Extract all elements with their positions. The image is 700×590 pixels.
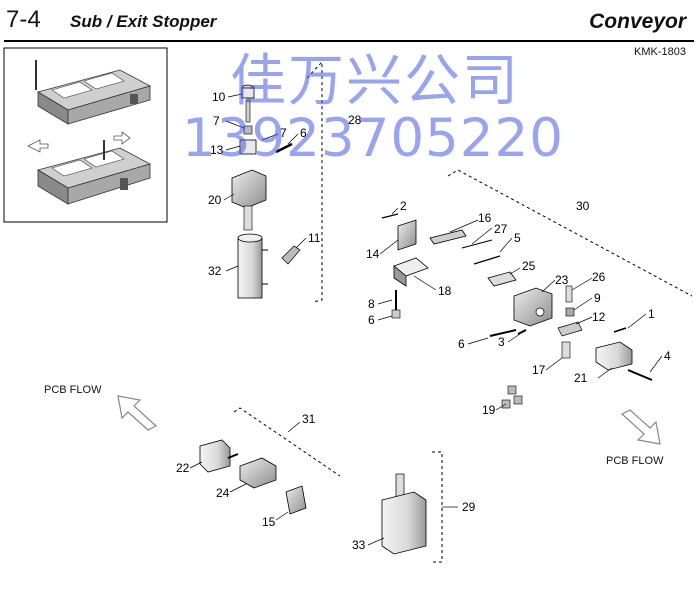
group-bracket-28 xyxy=(306,60,323,303)
stopper-assembly-right xyxy=(381,213,653,409)
part-label-4: 4 xyxy=(664,349,671,363)
part-label-6c: 6 xyxy=(458,337,465,351)
part-label-20: 20 xyxy=(208,193,222,207)
group-bracket-29 xyxy=(432,451,443,563)
part-label-25: 25 xyxy=(522,259,536,273)
pcb-flow-arrow-left xyxy=(117,395,158,431)
part-label-10: 10 xyxy=(212,90,226,104)
part-label-33: 33 xyxy=(352,538,366,552)
part-label-18: 18 xyxy=(438,284,452,298)
inset-flow-arrow-left xyxy=(27,139,49,153)
part-label-7b: 7 xyxy=(280,126,287,140)
part-label-6a: 6 xyxy=(300,126,307,140)
header-rule xyxy=(4,40,694,42)
part-label-30: 30 xyxy=(576,199,590,213)
part-label-15: 15 xyxy=(262,515,276,529)
part-label-19: 19 xyxy=(482,403,496,417)
stopper-cylinder-lower xyxy=(381,473,427,555)
machine-bottom-thumbnail xyxy=(36,140,152,205)
part-label-27: 27 xyxy=(494,222,508,236)
part-label-29: 29 xyxy=(462,500,476,514)
part-label-14: 14 xyxy=(366,247,380,261)
part-label-8: 8 xyxy=(368,297,375,311)
part-label-24: 24 xyxy=(216,486,230,500)
stopper-cylinder-left xyxy=(231,84,301,299)
category-title: Conveyor xyxy=(589,10,686,33)
part-label-7a: 7 xyxy=(213,114,220,128)
part-label-13: 13 xyxy=(210,143,224,157)
section-title: Sub / Exit Stopper xyxy=(70,12,217,31)
part-label-12: 12 xyxy=(592,310,606,324)
part-label-32: 32 xyxy=(208,264,222,278)
part-label-6b: 6 xyxy=(368,313,375,327)
part-label-31: 31 xyxy=(302,412,316,426)
leader-lines xyxy=(189,93,663,546)
part-label-5: 5 xyxy=(514,231,521,245)
part-label-2: 2 xyxy=(400,199,407,213)
model-code: KMK-1803 xyxy=(634,46,686,58)
part-label-3: 3 xyxy=(498,335,505,349)
page-header: 7-4 Sub / Exit Stopper Conveyor xyxy=(0,0,700,44)
part-label-21: 21 xyxy=(574,371,588,385)
inset-flow-arrow-right xyxy=(113,131,131,145)
part-label-1: 1 xyxy=(648,307,655,321)
pcb-flow-label-right: PCB FLOW xyxy=(606,455,664,467)
section-number: 7-4 xyxy=(6,6,41,33)
machine-top-thumbnail xyxy=(35,60,152,125)
part-label-22: 22 xyxy=(176,461,190,475)
part-label-11: 11 xyxy=(308,231,321,245)
overview-inset xyxy=(3,47,168,223)
part-label-28: 28 xyxy=(348,113,362,127)
group-bracket-30 xyxy=(447,169,693,297)
part-label-23: 23 xyxy=(555,273,569,287)
pcb-flow-arrow-right xyxy=(620,409,661,445)
part-label-26: 26 xyxy=(592,270,606,284)
part-label-16: 16 xyxy=(478,211,492,225)
part-label-17: 17 xyxy=(532,363,546,377)
group-bracket-31 xyxy=(233,407,341,477)
pcb-flow-label-left: PCB FLOW xyxy=(44,384,102,396)
part-label-9: 9 xyxy=(594,291,601,305)
stopper-assembly-lower xyxy=(199,439,307,515)
part-number-labels: 10 7 13 7 6 28 20 11 32 2 16 30 14 27 5 … xyxy=(176,90,671,552)
